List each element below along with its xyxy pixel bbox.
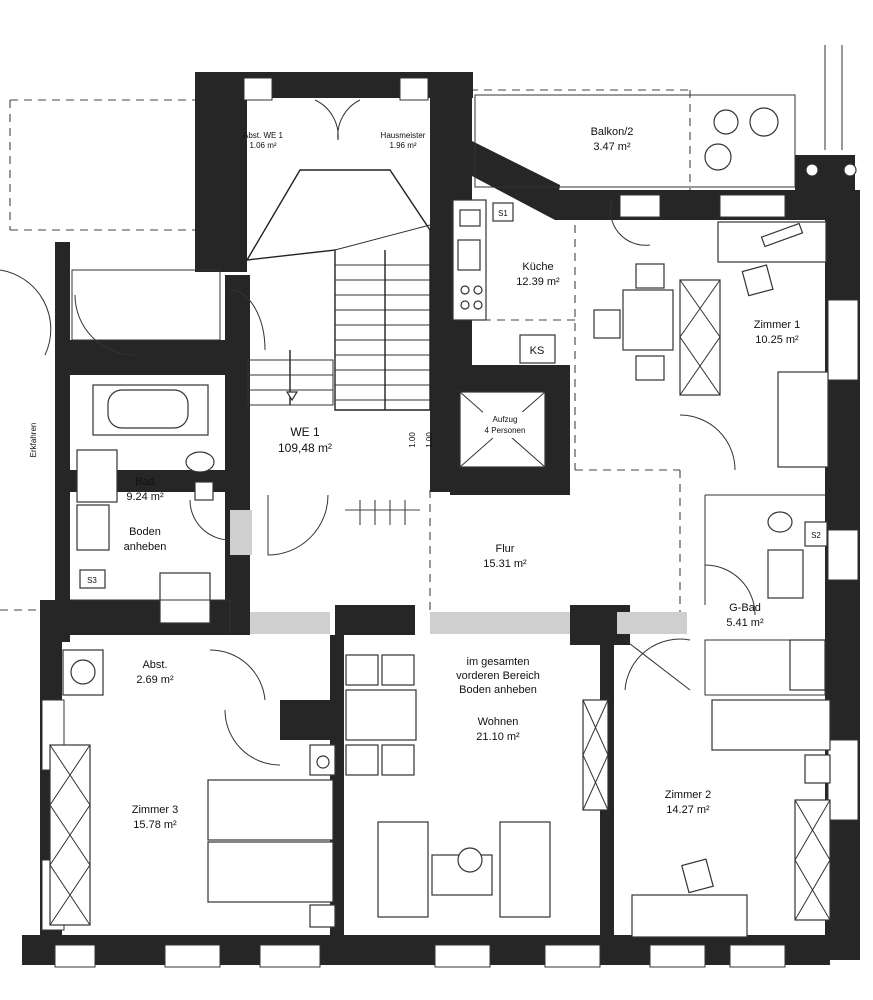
wohnen-note1: im gesamten xyxy=(467,656,530,668)
room-labels: Abst. WE 1 1.06 m² Hausmeister 1.96 m² B… xyxy=(29,126,800,831)
kitchen: S1 KS xyxy=(452,199,674,381)
wohnen-name: Wohnen xyxy=(478,716,519,728)
bad-area: 9.24 m² xyxy=(126,491,164,503)
wohnen-furniture xyxy=(345,654,609,918)
gbad-furniture: S2 xyxy=(704,494,828,696)
abst-we1-area: 1.06 m² xyxy=(249,141,276,150)
balcony xyxy=(474,94,796,188)
aufzug-name: Aufzug xyxy=(493,415,518,424)
gbad-area: 5.41 m² xyxy=(726,617,764,629)
s1-tag: S1 xyxy=(498,209,508,218)
abst2-name: Abst. xyxy=(142,659,167,671)
zimmer2-furniture xyxy=(624,638,831,938)
zimmer1-area: 10.25 m² xyxy=(755,334,799,346)
zimmer3-name: Zimmer 3 xyxy=(132,804,178,816)
abst2-area: 2.69 m² xyxy=(136,674,174,686)
s2-tag: S2 xyxy=(811,531,821,540)
zimmer1-furniture xyxy=(609,199,829,471)
flur-name: Flur xyxy=(496,543,515,555)
bad-name: Bad xyxy=(135,476,155,488)
gbad-name: G-Bad xyxy=(729,602,761,614)
wohnen-note2: vorderen Bereich xyxy=(456,670,540,682)
balkon-name: Balkon/2 xyxy=(591,126,634,138)
windows xyxy=(41,77,859,968)
ks-tag: KS xyxy=(530,345,545,357)
flur-area: 15.31 m² xyxy=(483,558,527,570)
we1-name: WE 1 xyxy=(290,425,320,439)
staircase xyxy=(245,169,431,411)
dimension-label-1: 1.00 xyxy=(408,432,417,448)
s3-tag: S3 xyxy=(87,576,97,585)
elevator: Aufzug 4 Personen xyxy=(459,391,546,468)
bad-note2: anheben xyxy=(124,541,167,553)
dimension-label-2: 1.00 xyxy=(425,432,434,448)
zimmer3-area: 15.78 m² xyxy=(133,819,177,831)
kueche-area: 12.39 m² xyxy=(516,276,560,288)
flur-floor-strips xyxy=(230,500,687,634)
hausmeister-name: Hausmeister xyxy=(381,131,426,140)
aufzug-note: 4 Personen xyxy=(485,426,526,435)
doors xyxy=(0,45,857,635)
balkon-area: 3.47 m² xyxy=(593,141,631,153)
kueche-name: Küche xyxy=(522,261,553,273)
abst-furniture xyxy=(62,649,281,766)
bad-furniture: S3 xyxy=(76,384,231,624)
hausmeister-area: 1.96 m² xyxy=(389,141,416,150)
zimmer2-area: 14.27 m² xyxy=(666,804,710,816)
abst-we1-name: Abst. WE 1 xyxy=(243,131,284,140)
erker-label: Erkfahren xyxy=(29,423,38,458)
zimmer3-furniture xyxy=(49,744,336,928)
bad-note1: Boden xyxy=(129,526,161,538)
wohnen-area: 21.10 m² xyxy=(476,731,520,743)
zimmer2-name: Zimmer 2 xyxy=(665,789,711,801)
we1-area: 109,48 m² xyxy=(278,441,332,455)
zimmer1-name: Zimmer 1 xyxy=(754,319,800,331)
wohnen-note3: Boden anheben xyxy=(459,684,537,696)
